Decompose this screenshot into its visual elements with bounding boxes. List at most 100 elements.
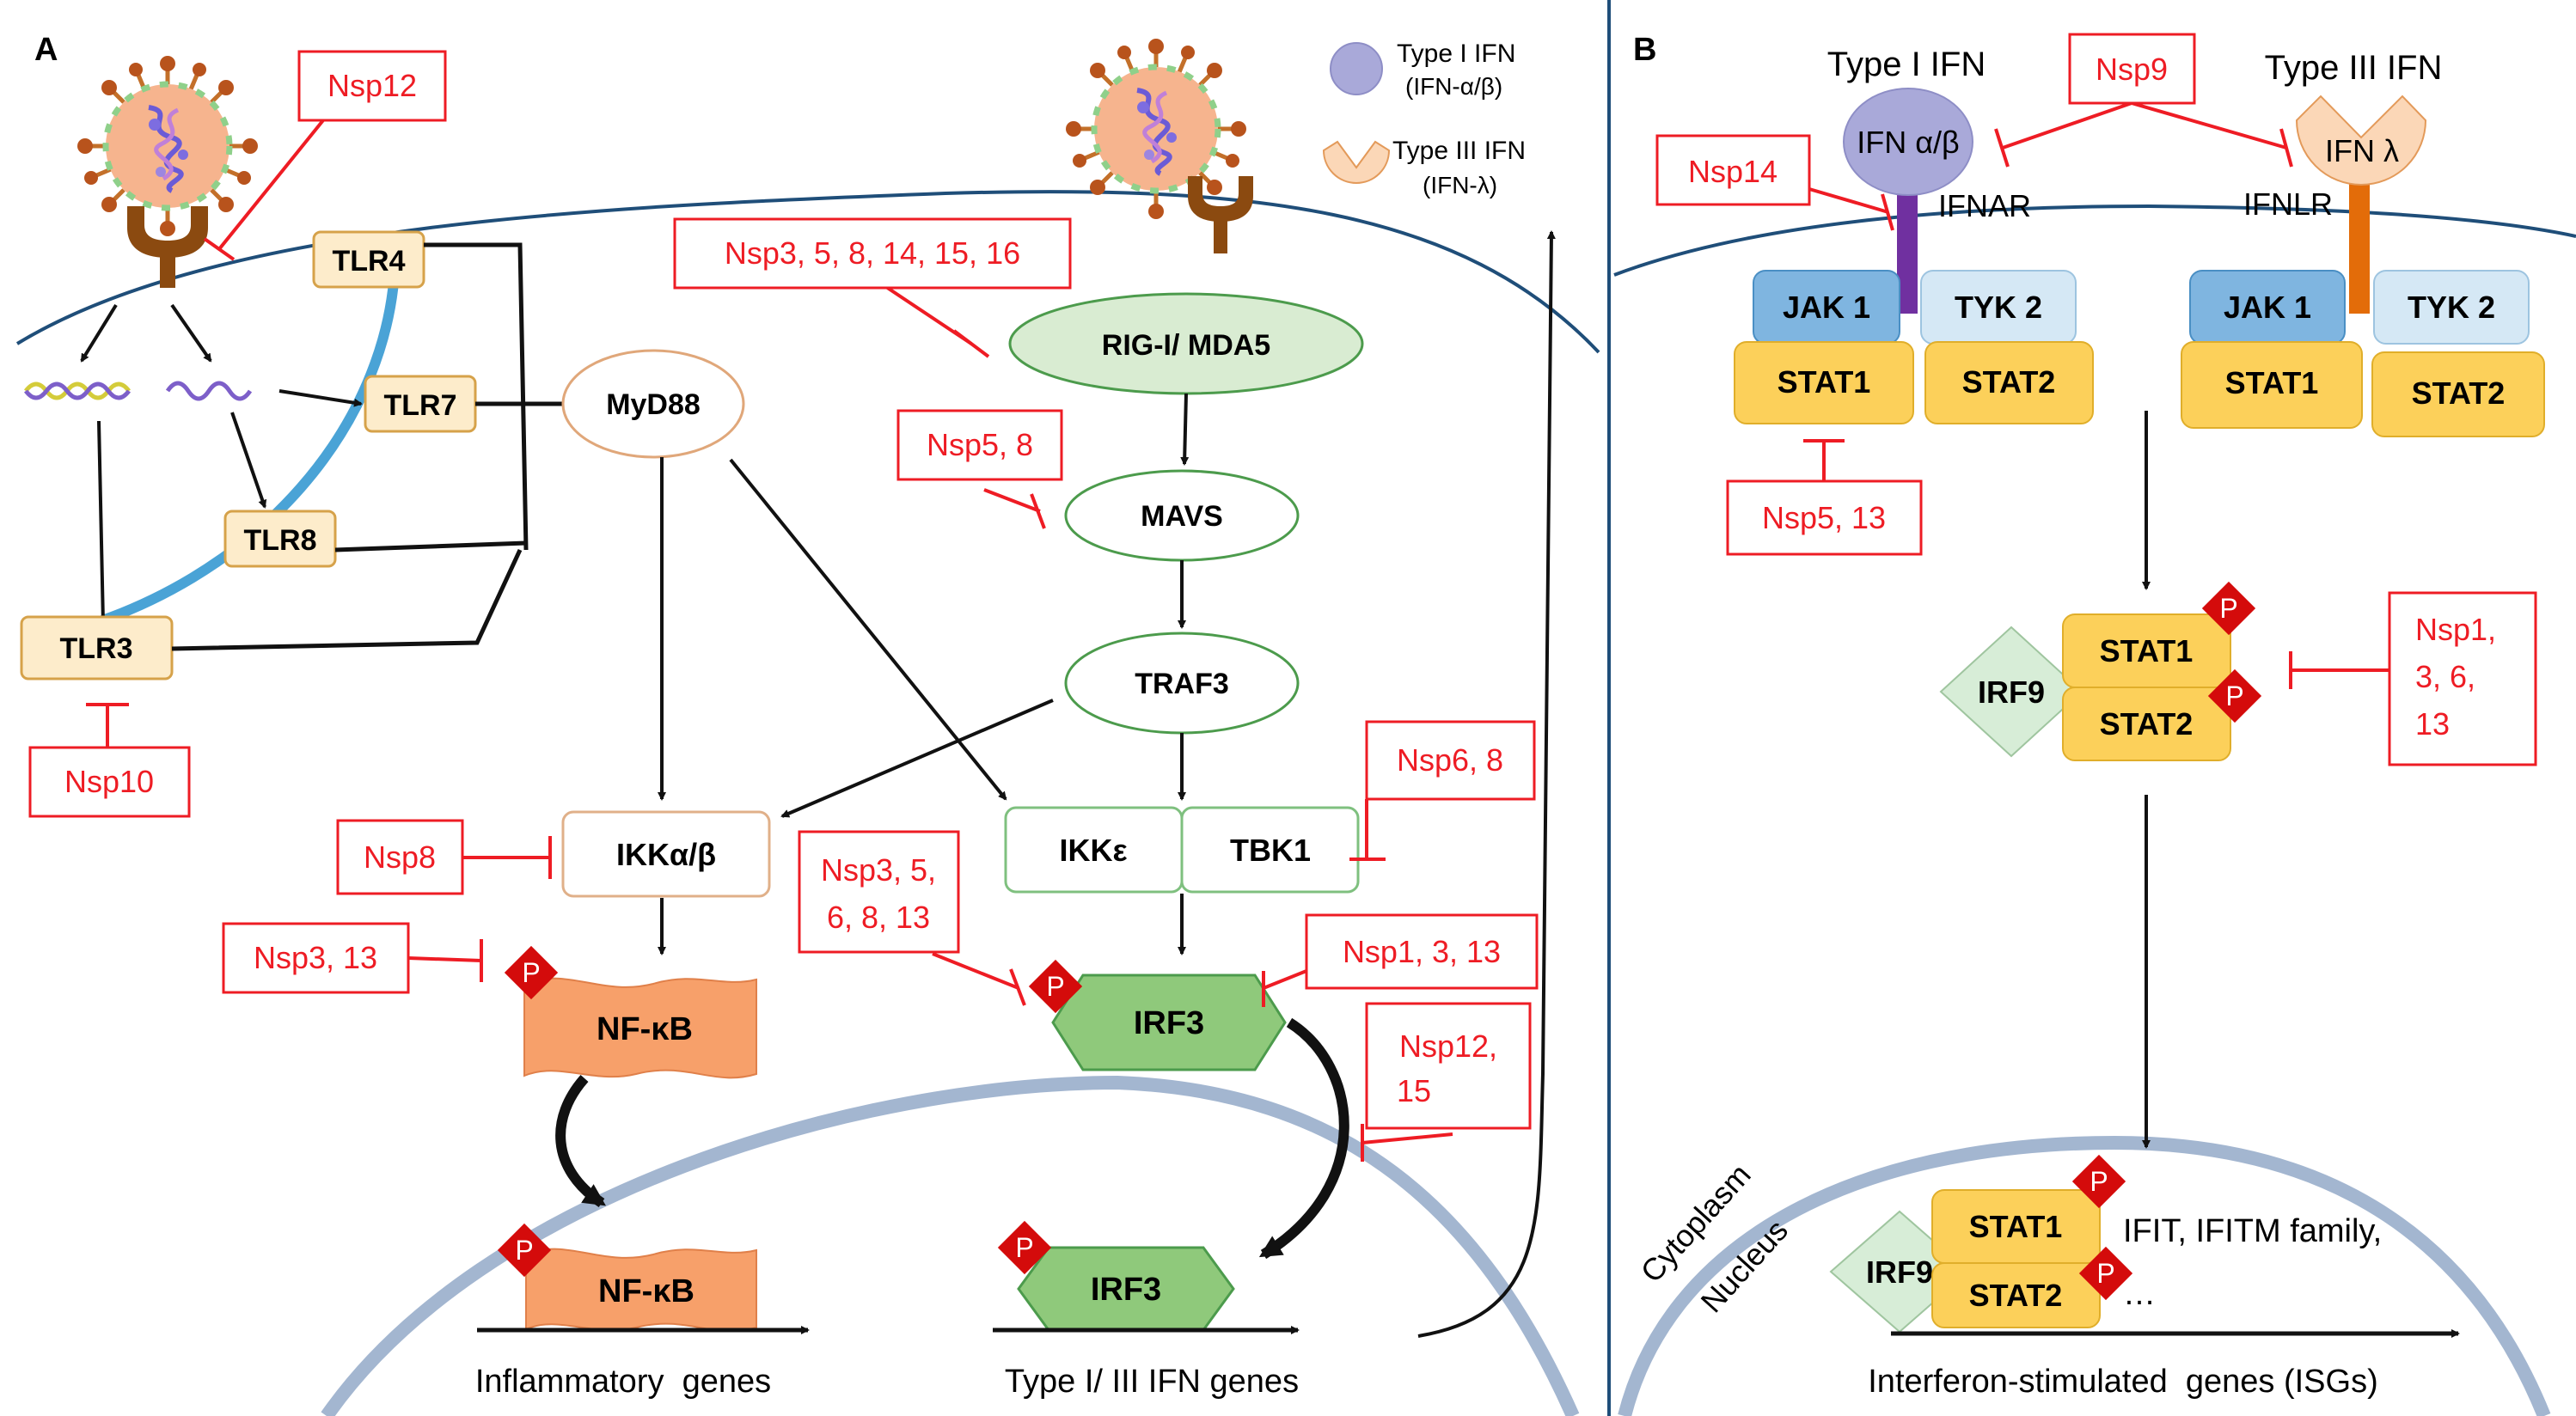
tlr8-box: [223, 510, 337, 568]
ikkab-box: [561, 810, 771, 898]
traf3-label: TRAF3: [1135, 668, 1229, 700]
cell-membrane-a: [15, 190, 1600, 354]
ifnab-ligand: [1843, 88, 1973, 196]
nucleus-membrane-b: [1618, 1135, 2551, 1416]
inhibitor-box-nsp6-8: [1365, 720, 1536, 801]
legend-type1-ifn-icon: [1330, 42, 1383, 95]
jak1-label-type3: JAK 1: [2224, 290, 2311, 325]
nfkb-label: NF-κB: [597, 1011, 693, 1047]
inhibitor-nsp1-b-line1: Nsp1,: [2415, 612, 2496, 647]
irf3-shape: [1051, 974, 1287, 1071]
arrow-irf3-to-nucleus: [1258, 1017, 1349, 1260]
cell-membrane-b: [1613, 204, 2576, 277]
inhibitor-nsp-irf3-line2: 6, 8, 13: [827, 900, 930, 935]
inhibitor-box-nsp8: [336, 819, 464, 895]
ikkab-label: IKKα/β: [616, 837, 716, 872]
stat1-label-type3: STAT1: [2225, 365, 2319, 400]
tlr8-label: TLR8: [244, 524, 317, 557]
virus-icon-right: [1066, 39, 1246, 219]
ikke-label: IKKε: [1059, 833, 1127, 868]
legend-type3-label: Type III IFN: [1392, 137, 1526, 165]
stat1-box-type3: [2181, 341, 2363, 429]
inhibitor-box-nsp9: [2068, 33, 2196, 105]
ifnar-label: IFNAR: [1938, 188, 2031, 223]
legend-type3-ifn-icon: [1322, 140, 1391, 184]
inhibitor-box-nsp1-3-13: [1305, 913, 1539, 990]
irf9-label: IRF9: [1978, 674, 2045, 710]
type1-ifn-title: Type I IFN: [1827, 46, 1986, 83]
inhibitor-box-nsp-rig: [673, 217, 1072, 290]
inhibitor-nsp6-8-label: Nsp6, 8: [1397, 742, 1503, 778]
nfkb-nucleus-label: NF-κB: [598, 1273, 694, 1309]
tlr4-label: TLR4: [333, 245, 406, 278]
tlr4-box: [312, 230, 425, 289]
stat1-box-type1: [1734, 341, 1914, 424]
legend-type3-sub: (IFN-λ): [1423, 172, 1497, 198]
tbk1-box: [1180, 806, 1360, 894]
inhibitor-box-nsp12-top: [297, 50, 447, 122]
myd88-node: [561, 349, 745, 459]
tlr7-label: TLR7: [384, 389, 457, 422]
inflammatory-genes-label: Inflammatory genes: [475, 1364, 771, 1400]
stat1-label-complex: STAT1: [2100, 633, 2194, 668]
inhibitor-nsp1-b-line2: 3, 6,: [2415, 659, 2475, 694]
irf3-label: IRF3: [1134, 1005, 1204, 1041]
arrows-rig-pathway: [658, 393, 1190, 955]
stat2-box-nucleus: [1931, 1262, 2101, 1328]
stat2-label-type1: STAT2: [1962, 364, 2056, 400]
inhibitor-nsp1-3-13-label: Nsp1, 3, 13: [1343, 934, 1501, 969]
inhibitor-box-nsp-irf3: [798, 830, 960, 954]
panel-label-a: A: [34, 32, 58, 68]
stat2-label-type3: STAT2: [2412, 375, 2506, 411]
inhibitor-nsp3-13-label: Nsp3, 13: [254, 940, 377, 975]
stat2-box-type1: [1924, 341, 2094, 424]
tyk2-box-type3: [2373, 270, 2530, 345]
legend-type1-sub: (IFN-α/β): [1405, 73, 1502, 100]
ifn-secretion-arrow: [1417, 230, 1556, 1338]
arrow-nfkb-to-nucleus: [555, 1075, 606, 1207]
inhibitor-nsp1-b-line3: 13: [2415, 706, 2450, 742]
ifnab-label: IFN α/β: [1857, 125, 1960, 160]
inhibitor-nsp12-15-line2: 15: [1397, 1073, 1431, 1108]
receptor-icon-left: [127, 206, 208, 288]
rig-mda5-label: RIG-I/ MDA5: [1102, 329, 1270, 362]
jak1-label-type1: JAK 1: [1783, 290, 1870, 325]
legend-type1-label: Type I IFN: [1397, 40, 1515, 68]
myd88-label: MyD88: [606, 388, 701, 421]
tlr3-label: TLR3: [60, 632, 133, 665]
tyk2-label-type1: TYK 2: [1955, 290, 2042, 325]
inhibitor-nsp-mavs-label: Nsp5, 8: [927, 427, 1033, 462]
mavs-label: MAVS: [1141, 500, 1223, 533]
isg-products-line1: IFIT, IFITM family,: [2123, 1213, 2382, 1249]
tlr-connectors: [171, 242, 563, 651]
endosome-membrane: [50, 248, 401, 641]
inhibitor-nsp12-top-label: Nsp12: [327, 68, 417, 103]
tbk1-label: TBK1: [1230, 833, 1311, 868]
ifn-genes-label: Type I/ III IFN genes: [1005, 1364, 1299, 1400]
panel-label-b: B: [1633, 32, 1656, 68]
ifnl-label: IFN λ: [2325, 133, 2399, 168]
stat2-box-complex: [2062, 687, 2231, 761]
inhibitor-nsp-irf3-line1: Nsp3, 5,: [821, 852, 936, 888]
inhibitor-box-nsp10: [28, 746, 191, 818]
inhibitor-box-nsp12-15: [1365, 1002, 1532, 1130]
ifnl-ligand: [2295, 95, 2427, 186]
inhibitor-nsp12-15-line1: Nsp12,: [1399, 1028, 1497, 1064]
stat2-box-type3: [2371, 351, 2545, 437]
rna-dsrna-icon: [24, 381, 131, 400]
inhibitor-nsp8-label: Nsp8: [364, 839, 436, 875]
ifnlr-stem: [2349, 176, 2370, 314]
type3-ifn-title: Type III IFN: [2265, 49, 2443, 87]
ifnlr-label: IFNLR: [2243, 186, 2333, 222]
inhibitor-lines-a: [86, 114, 1453, 1162]
stat2-label-complex: STAT2: [2100, 706, 2194, 742]
receptor-icon-right: [1188, 176, 1253, 253]
isgs-label: Interferon-stimulated genes (ISGs): [1868, 1364, 2377, 1400]
inhibitor-box-nsp5-13: [1726, 479, 1923, 556]
rna-dsrna-icon-strand2: [24, 381, 131, 400]
nfkb-shape: [523, 977, 757, 1079]
inhibitor-nsp9-label: Nsp9: [2096, 52, 2168, 87]
inhibitor-lines-b: [1803, 101, 2389, 689]
inhibitor-nsp5-13-label: Nsp5, 13: [1762, 500, 1886, 535]
